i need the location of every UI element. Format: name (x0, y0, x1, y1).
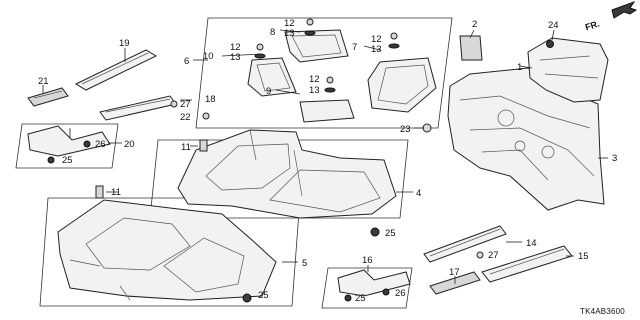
rear-carpet-clip (95, 185, 104, 199)
callout-20: 20 (124, 139, 135, 150)
callout-27-a: 27 (180, 99, 191, 110)
rear-step-clips (344, 288, 390, 302)
rear-garnish-frame (321, 267, 413, 309)
callout-25-a: 25 (62, 155, 73, 166)
callout-21: 21 (38, 76, 49, 87)
callout-15: 15 (578, 251, 589, 262)
callout-8: 8 (270, 27, 275, 38)
callout-27-b: 27 (488, 250, 499, 261)
callout-19: 19 (119, 38, 130, 49)
callout-25-d: 25 (355, 293, 366, 304)
callout-12-c: 12 (371, 34, 382, 45)
callout-14: 14 (526, 238, 537, 249)
dashboard-insulator (447, 67, 605, 211)
callout-16: 16 (362, 255, 373, 266)
callout-18: 18 (205, 94, 216, 105)
callout-7: 7 (352, 42, 357, 53)
left-garnish-frame (15, 123, 119, 169)
front-carpet-grommet (370, 227, 380, 237)
floor-mat-rear-left (247, 57, 297, 97)
right-garnish-clip (476, 251, 484, 259)
callout-1: 1 (517, 62, 522, 73)
rear-carpet-grommet (242, 293, 252, 303)
front-floor-carpet (177, 129, 397, 219)
front-carpet-frame (149, 139, 409, 219)
dashboard-small-pad (459, 35, 483, 61)
floor-mat-front-right (367, 57, 437, 113)
callout-13-a: 13 (284, 28, 295, 39)
callout-6: 6 (184, 56, 189, 67)
callout-5: 5 (302, 258, 307, 269)
callout-12-d: 12 (309, 74, 320, 85)
callout-22: 22 (180, 112, 191, 123)
front-direction-indicator: FR. (584, 1, 638, 32)
leader-lines (42, 29, 608, 284)
callout-13-b: 13 (230, 52, 241, 63)
garnish-clips-left (47, 100, 210, 164)
rear-step-garnish (337, 269, 411, 297)
step-garnish-long (74, 49, 158, 91)
callout-25-b: 25 (385, 228, 396, 239)
callout-26-b: 26 (395, 288, 406, 299)
callout-11-front: 11 (181, 142, 191, 153)
callout-13-c: 13 (371, 44, 382, 55)
mat-clip-set (254, 18, 400, 93)
front-arrow-icon (611, 1, 638, 19)
diagram-code: TK4AB3600 (580, 307, 625, 316)
kick-plate-front (99, 95, 177, 121)
callout-labels: 1 2 3 4 5 6 7 8 9 10 11 11 12 12 12 12 1… (38, 18, 617, 304)
rear-floor-carpet (57, 199, 277, 301)
callout-13-d: 13 (309, 85, 320, 96)
front-direction-label: FR. (584, 18, 601, 32)
callout-3: 3 (612, 153, 617, 164)
callout-10: 10 (203, 51, 214, 62)
callout-9: 9 (266, 86, 271, 97)
callout-26-a: 26 (95, 139, 106, 150)
floor-mat-frame (195, 17, 453, 129)
kick-plate-rear (27, 125, 111, 157)
front-carpet-clip (199, 139, 208, 152)
callout-25-c: 25 (258, 290, 269, 301)
step-garnish-short (27, 87, 69, 107)
callout-24: 24 (548, 20, 559, 31)
callout-11-rear: 11 (111, 187, 121, 198)
callout-17: 17 (449, 267, 460, 278)
floor-mat-rear-center (299, 99, 355, 123)
callout-12-a: 12 (284, 18, 295, 29)
callout-12-b: 12 (230, 42, 241, 53)
callout-23: 23 (400, 124, 411, 135)
dashboard-upper-insulator (527, 37, 609, 103)
callout-4: 4 (416, 188, 421, 199)
sill-garnish-lower-right (423, 225, 507, 263)
floor-mat-front-left (284, 29, 349, 63)
callout-2: 2 (472, 19, 477, 30)
